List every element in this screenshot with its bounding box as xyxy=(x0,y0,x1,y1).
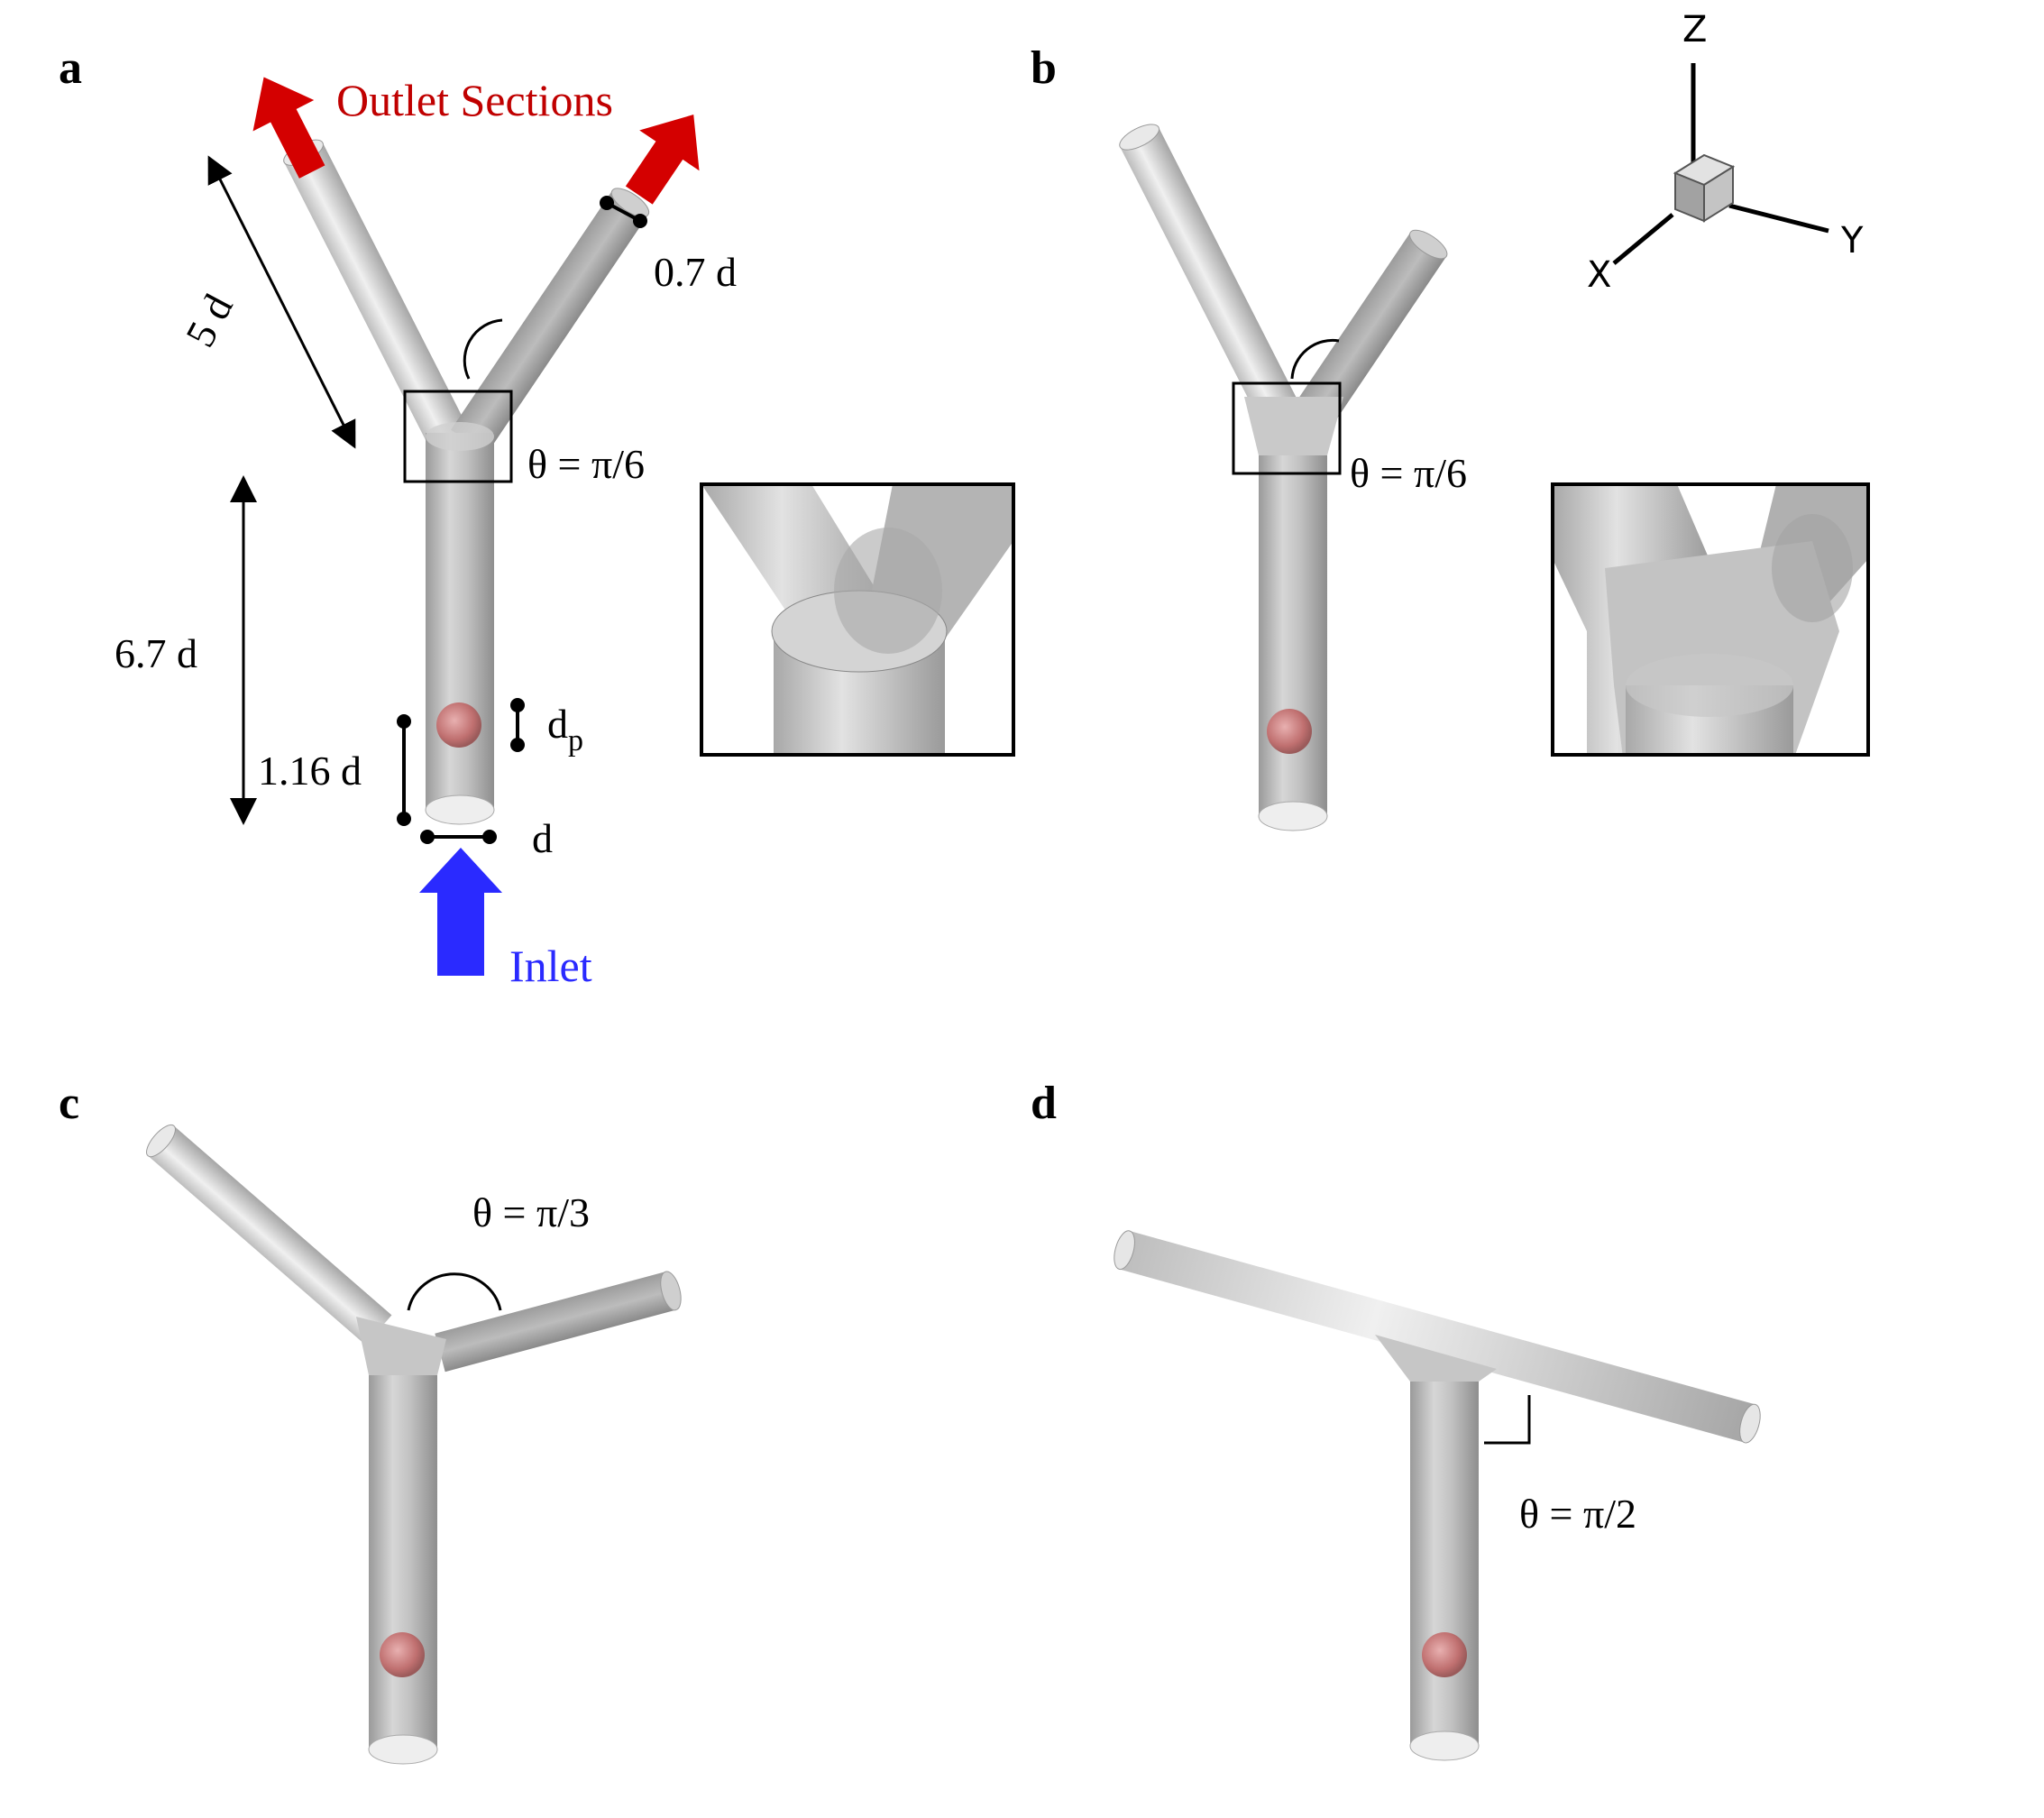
panel-b: b θ = π/6 xyxy=(1031,9,1870,831)
dim-particle-position xyxy=(397,714,411,826)
particle-b xyxy=(1267,709,1312,754)
label-branch-length: 5 d xyxy=(177,287,242,354)
pipe-b-right-branch xyxy=(1289,229,1448,436)
panel-c: c θ = π/3 xyxy=(59,1078,682,1765)
pipe-c-trunk xyxy=(356,1317,446,1765)
angle-label-d: θ = π/2 xyxy=(1519,1491,1636,1537)
pipe-a-right-branch xyxy=(451,188,650,454)
axis-y-line xyxy=(1728,203,1829,234)
dim-branch-diameter xyxy=(600,196,647,228)
pipe-c-left-branch xyxy=(146,1124,392,1345)
inlet-arrow xyxy=(419,848,502,976)
pipe-b-trunk xyxy=(1244,397,1343,831)
panel-a-letter: a xyxy=(59,42,82,94)
label-particle-position: 1.16 d xyxy=(258,748,362,794)
label-particle-diameter: dp xyxy=(547,701,583,758)
angle-arc-c xyxy=(407,1272,502,1311)
axis-x-line xyxy=(1612,213,1674,265)
pipe-a-left-branch xyxy=(283,139,471,452)
pipe-d-crossbar xyxy=(1114,1230,1761,1444)
angle-label-b: θ = π/6 xyxy=(1350,450,1467,496)
axis-cube xyxy=(1673,153,1736,223)
inset-b xyxy=(1551,482,1870,757)
panel-d: d θ = π/2 xyxy=(1031,1078,1761,1761)
panel-b-letter: b xyxy=(1031,42,1057,94)
panel-d-letter: d xyxy=(1031,1078,1057,1129)
axis-triad: Z Y X xyxy=(1587,9,1864,296)
pipe-d-trunk xyxy=(1375,1335,1497,1761)
panel-c-letter: c xyxy=(59,1078,79,1129)
outlet-arrow-right xyxy=(625,115,700,205)
right-angle-mark-d xyxy=(1484,1395,1531,1445)
label-trunk-length: 6.7 d xyxy=(115,630,197,676)
axis-z-label: Z xyxy=(1682,9,1707,50)
junction-box-b xyxy=(1232,381,1342,475)
junction-box-a xyxy=(403,390,513,483)
label-branch-diameter: 0.7 d xyxy=(654,249,737,295)
particle-c xyxy=(380,1632,425,1677)
outlet-arrow-left xyxy=(252,77,325,179)
inset-a xyxy=(700,482,1015,757)
panel-a: a Outlet Sections In xyxy=(59,42,1015,991)
pipe-c-right-branch xyxy=(435,1271,682,1373)
pipe-b-left-branch xyxy=(1119,124,1298,420)
axis-x-label: X xyxy=(1587,254,1611,296)
angle-arc-a xyxy=(463,318,503,380)
axis-y-label: Y xyxy=(1840,220,1864,262)
particle-a xyxy=(436,702,481,748)
label-trunk-diameter: d xyxy=(532,815,553,861)
angle-label-c: θ = π/3 xyxy=(472,1189,590,1235)
particle-d xyxy=(1422,1632,1467,1677)
inlet-label: Inlet xyxy=(509,941,592,991)
angle-label-a: θ = π/6 xyxy=(527,441,645,487)
dim-particle-diameter xyxy=(510,698,525,752)
angle-arc-b xyxy=(1290,338,1340,380)
outlet-sections-label: Outlet Sections xyxy=(336,75,613,125)
dim-trunk-diameter xyxy=(420,830,497,844)
dim-branch-length xyxy=(207,155,356,449)
